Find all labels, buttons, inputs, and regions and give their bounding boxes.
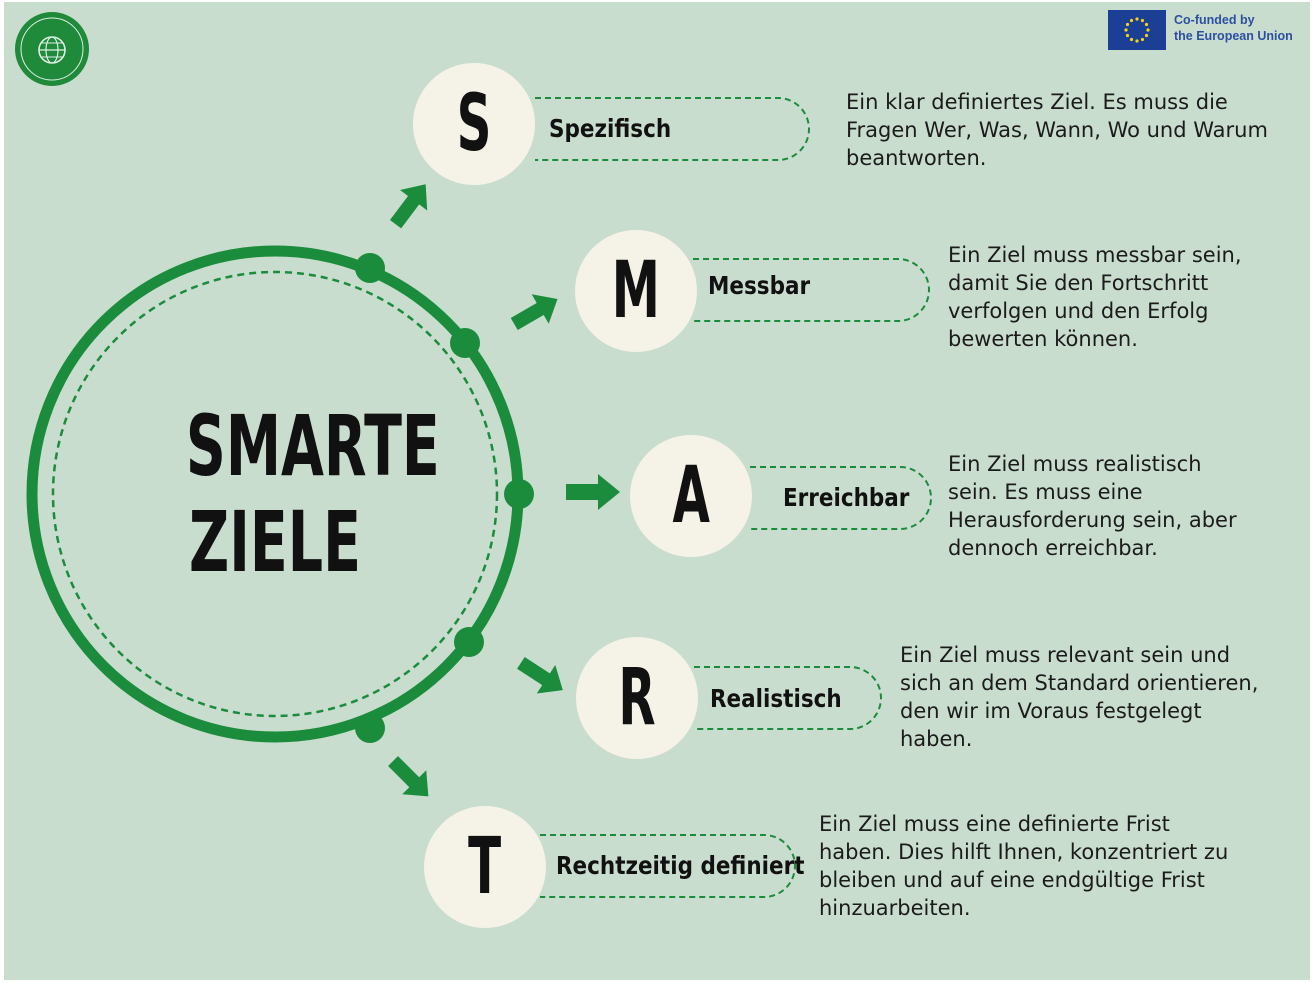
arrow-t xyxy=(388,756,429,797)
ring-dot-s xyxy=(355,253,385,283)
desc-line: den wir im Voraus festgelegt xyxy=(900,699,1202,723)
desc-line: hinzuarbeiten. xyxy=(819,896,971,920)
desc-line: bewerten können. xyxy=(948,327,1138,351)
desc-line: Herausforderung sein, aber xyxy=(948,508,1237,532)
desc-line: haben. xyxy=(900,727,973,751)
letter-a: A xyxy=(672,451,710,541)
label-messbar: Messbar xyxy=(708,271,811,300)
letter-circle-t: T xyxy=(424,806,546,928)
desc-erreichbar: Ein Ziel muss realistisch sein. Es muss … xyxy=(948,450,1237,562)
desc-realistisch: Ein Ziel muss relevant sein und sich an … xyxy=(900,641,1258,753)
ring-dot-m xyxy=(450,328,480,358)
eu-flag-icon xyxy=(1108,10,1166,50)
desc-line: Ein Ziel muss relevant sein und xyxy=(900,643,1231,667)
globe-logo-icon xyxy=(15,12,89,86)
eu-line-2: the European Union xyxy=(1174,29,1293,43)
arrow-a xyxy=(566,474,620,510)
desc-spezifisch: Ein klar definiertes Ziel. Es muss die F… xyxy=(846,88,1268,172)
label-spezifisch: Spezifisch xyxy=(549,114,672,143)
eu-cofunded-text: Co-funded by the European Union xyxy=(1174,12,1293,44)
pill-outline-r xyxy=(694,666,882,730)
letter-circle-r: R xyxy=(576,637,698,759)
letter-circle-s: S xyxy=(413,63,535,185)
arrow-m xyxy=(510,294,558,331)
desc-line: beantworten. xyxy=(846,146,987,170)
eu-stars-icon xyxy=(1124,17,1150,43)
label-realistisch: Realistisch xyxy=(710,684,842,713)
arrow-s xyxy=(389,184,428,229)
desc-line: sich an dem Standard orientieren, xyxy=(900,671,1259,695)
inner-dashed-ring xyxy=(51,270,499,718)
main-title: SMARTE ZIELE xyxy=(140,397,440,591)
globe-icon xyxy=(20,17,84,81)
desc-line: Ein Ziel muss eine definierte Frist xyxy=(819,812,1170,836)
desc-line: Ein Ziel muss realistisch xyxy=(948,452,1202,476)
ring-dot-a xyxy=(504,479,534,509)
desc-line: Ein klar definiertes Ziel. Es muss die xyxy=(846,90,1228,114)
label-erreichbar: Erreichbar xyxy=(783,483,910,512)
title-line-1: SMARTE xyxy=(185,397,440,495)
ring-dot-r xyxy=(454,627,484,657)
desc-messbar: Ein Ziel muss messbar sein, damit Sie de… xyxy=(948,241,1242,353)
letter-t: T xyxy=(468,822,502,912)
eu-line-1: Co-funded by xyxy=(1174,13,1255,27)
pill-outline-m xyxy=(693,258,930,322)
letter-r: R xyxy=(618,653,656,743)
desc-line: dennoch erreichbar. xyxy=(948,536,1158,560)
title-line-2: ZIELE xyxy=(189,493,361,591)
pill-outline-a xyxy=(750,466,932,530)
letter-m: M xyxy=(611,246,661,336)
desc-line: Fragen Wer, Was, Wann, Wo und Warum xyxy=(846,118,1268,142)
ring-dot-t xyxy=(355,713,385,743)
desc-line: Ein Ziel muss messbar sein, xyxy=(948,243,1242,267)
arrow-r xyxy=(517,657,563,694)
letter-circle-a: A xyxy=(630,435,752,557)
desc-line: sein. Es muss eine xyxy=(948,480,1143,504)
desc-line: verfolgen und den Erfolg xyxy=(948,299,1209,323)
pill-outline-s xyxy=(535,97,810,161)
desc-line: damit Sie den Fortschritt xyxy=(948,271,1209,295)
desc-line: bleiben und auf eine endgültige Frist xyxy=(819,868,1205,892)
label-rechtzeitig-definiert: Rechtzeitig definiert xyxy=(556,851,805,880)
desc-line: haben. Dies hilft Ihnen, konzentriert zu xyxy=(819,840,1229,864)
pill-outline-t xyxy=(540,834,796,898)
letter-circle-m: M xyxy=(575,230,697,352)
desc-rechtzeitig: Ein Ziel muss eine definierte Frist habe… xyxy=(819,810,1228,922)
letter-s: S xyxy=(456,79,492,169)
